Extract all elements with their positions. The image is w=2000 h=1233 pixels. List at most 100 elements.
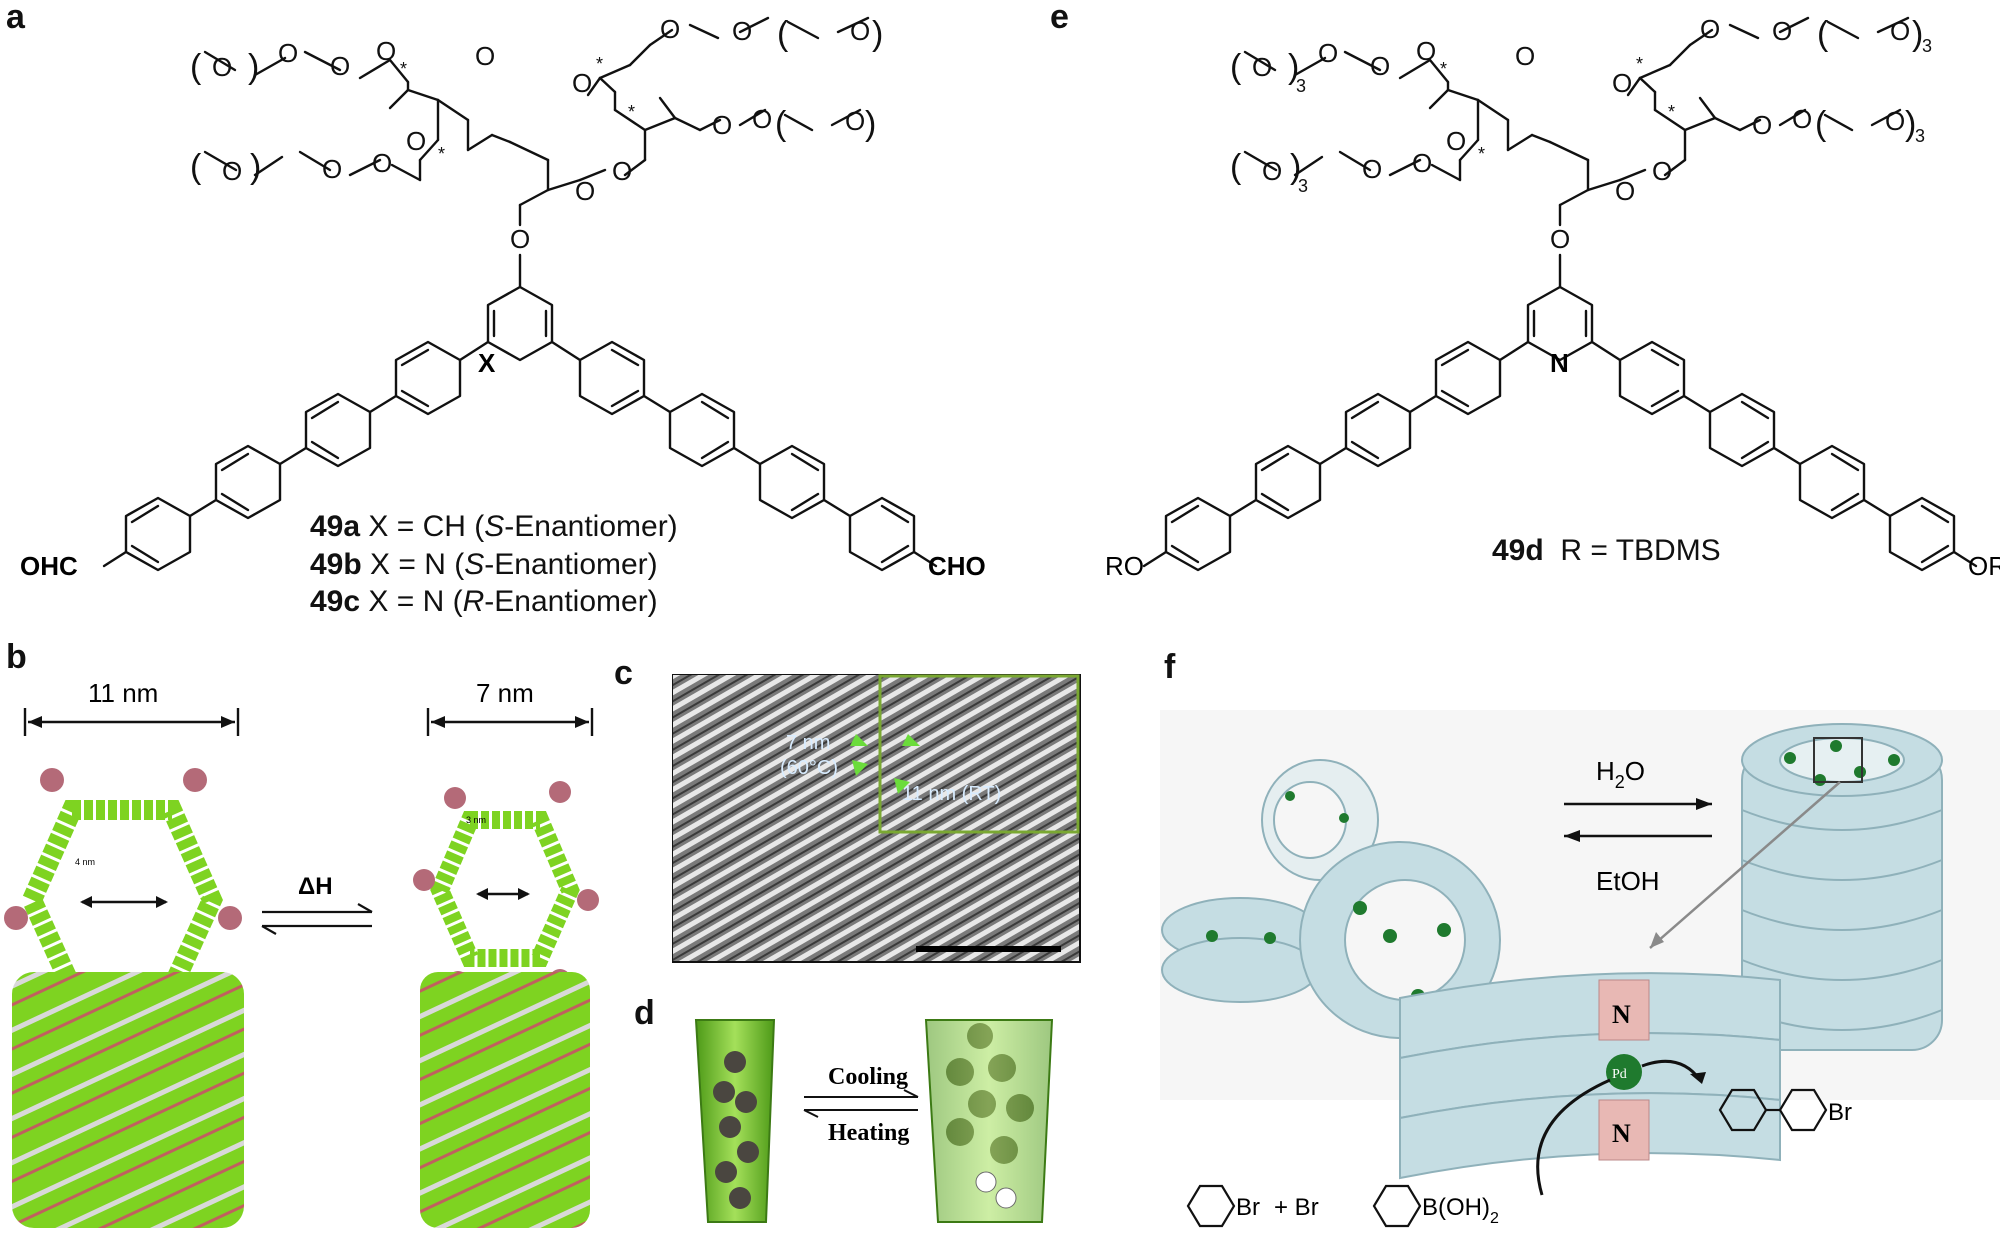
nanotube-models-b: 11 nm 7 nm 4 nm 3 nm ΔH xyxy=(4,680,599,1228)
svg-text:O: O xyxy=(1615,176,1635,206)
svg-text:O: O xyxy=(212,52,232,82)
compound-legend-e: 49d R = TBDMS xyxy=(1492,534,1721,567)
width-label-11nm: 11 nm xyxy=(88,680,158,708)
svg-text:3 nm: 3 nm xyxy=(466,815,486,825)
water-label: H2O xyxy=(1596,756,1645,792)
svg-text:O: O xyxy=(850,16,870,46)
svg-text:*: * xyxy=(1440,59,1447,79)
svg-text:O: O xyxy=(752,104,772,134)
svg-text:O: O xyxy=(732,16,752,46)
svg-text:3: 3 xyxy=(1915,126,1925,146)
compound-49c-row: 49c X = N (R-Enantiomer) xyxy=(310,585,658,618)
svg-text:O: O xyxy=(1612,68,1632,98)
svg-text:): ) xyxy=(1290,148,1301,186)
heating-label: Heating xyxy=(828,1120,909,1146)
compound-49a-row: 49a X = CH (S-Enantiomer) xyxy=(310,510,678,543)
biphenyl-br: Br xyxy=(1828,1099,1852,1126)
svg-text:O: O xyxy=(1885,106,1905,136)
svg-text:O: O xyxy=(1752,110,1772,140)
panel-label-c: c xyxy=(614,654,633,692)
cooling-label: Cooling xyxy=(828,1064,908,1090)
end-group-right-e: OR xyxy=(1968,551,2000,581)
svg-text:(: ( xyxy=(190,48,202,86)
svg-text:O: O xyxy=(1890,16,1910,46)
svg-text:O: O xyxy=(712,110,732,140)
panel-label-a: a xyxy=(6,0,25,36)
molecule-structure-a: O O O O O O O O O O O O O O O O O O O ( … xyxy=(20,14,986,581)
svg-text:O: O xyxy=(1446,126,1466,156)
svg-text:O: O xyxy=(1252,52,1272,82)
svg-text:*: * xyxy=(596,54,603,74)
svg-text:O: O xyxy=(1550,224,1570,254)
svg-text:O: O xyxy=(1700,14,1720,44)
svg-text:O: O xyxy=(845,106,865,136)
pyridine-n-label: N xyxy=(1550,348,1569,378)
svg-text:O: O xyxy=(575,176,595,206)
svg-text:(: ( xyxy=(190,148,202,186)
svg-text:O: O xyxy=(1362,154,1382,184)
svg-text:): ) xyxy=(1905,105,1916,143)
delta-h-label: ΔH xyxy=(298,873,333,900)
svg-text:*: * xyxy=(1478,144,1485,164)
svg-text:O: O xyxy=(1262,156,1282,186)
tem-label-60c: (60°C) xyxy=(780,757,838,779)
svg-text:O: O xyxy=(572,68,592,98)
svg-text:O: O xyxy=(475,41,495,71)
svg-text:): ) xyxy=(1912,15,1923,53)
svg-text:O: O xyxy=(330,51,350,81)
ring-assembly-f: H2O EtOH N N Pd Br + Br xyxy=(1160,710,2000,1228)
svg-text:*: * xyxy=(628,102,635,122)
panel-label-e: e xyxy=(1050,0,1069,36)
end-group-right-a: CHO xyxy=(928,551,986,581)
svg-text:O: O xyxy=(1412,148,1432,178)
svg-text:(: ( xyxy=(1815,105,1827,143)
svg-text:O: O xyxy=(1792,104,1812,134)
n-atom-bottom: N xyxy=(1612,1119,1631,1148)
plus-bromo: + Br xyxy=(1274,1194,1319,1221)
svg-text:O: O xyxy=(406,126,426,156)
svg-text:(: ( xyxy=(1817,15,1829,53)
capsule-diagram-d: Cooling Heating xyxy=(694,1019,1054,1223)
svg-text:): ) xyxy=(1288,48,1299,86)
svg-text:(: ( xyxy=(775,105,787,143)
svg-text:O: O xyxy=(322,154,342,184)
svg-text:O: O xyxy=(222,156,242,186)
width-label-7nm: 7 nm xyxy=(476,680,534,708)
svg-text:3: 3 xyxy=(1296,76,1306,96)
svg-text:*: * xyxy=(438,144,445,164)
svg-text:O: O xyxy=(1416,36,1436,66)
bromobenzene-br: Br xyxy=(1236,1194,1260,1221)
molecule-structure-e: O O O O O O O O O O O O O O O O O O O ( … xyxy=(1105,14,2000,581)
svg-text:3: 3 xyxy=(1922,36,1932,56)
panel-label-b: b xyxy=(6,638,27,676)
panel-label-d: d xyxy=(634,994,655,1032)
svg-text:*: * xyxy=(400,59,407,79)
svg-text:(: ( xyxy=(1230,148,1242,186)
svg-text:O: O xyxy=(1652,156,1672,186)
svg-text:*: * xyxy=(1636,54,1643,74)
end-group-left-a: OHC xyxy=(20,551,78,581)
svg-text:(: ( xyxy=(1230,48,1242,86)
svg-text:): ) xyxy=(865,105,876,143)
svg-text:O: O xyxy=(1318,38,1338,68)
svg-text:O: O xyxy=(510,224,530,254)
svg-text:O: O xyxy=(612,156,632,186)
end-group-left-e: RO xyxy=(1105,551,1144,581)
tem-label-11nm: 11 nm (RT) xyxy=(902,783,1001,805)
svg-text:O: O xyxy=(278,38,298,68)
pd-atom: Pd xyxy=(1612,1067,1627,1082)
svg-text:): ) xyxy=(872,15,883,53)
svg-text:O: O xyxy=(372,148,392,178)
svg-text:O: O xyxy=(376,36,396,66)
svg-text:O: O xyxy=(660,14,680,44)
svg-text:O: O xyxy=(1370,51,1390,81)
tem-image-c: 7 nm (60°C) 11 nm (RT) xyxy=(672,674,1081,963)
panel-label-f: f xyxy=(1164,648,1176,686)
svg-text:*: * xyxy=(1668,102,1675,122)
svg-text:O: O xyxy=(1772,16,1792,46)
compound-49b-row: 49b X = N (S-Enantiomer) xyxy=(310,547,658,581)
tem-label-7nm: 7 nm xyxy=(786,732,830,754)
svg-text:): ) xyxy=(248,48,259,86)
svg-text:O: O xyxy=(1515,41,1535,71)
n-atom-top: N xyxy=(1612,1000,1631,1029)
